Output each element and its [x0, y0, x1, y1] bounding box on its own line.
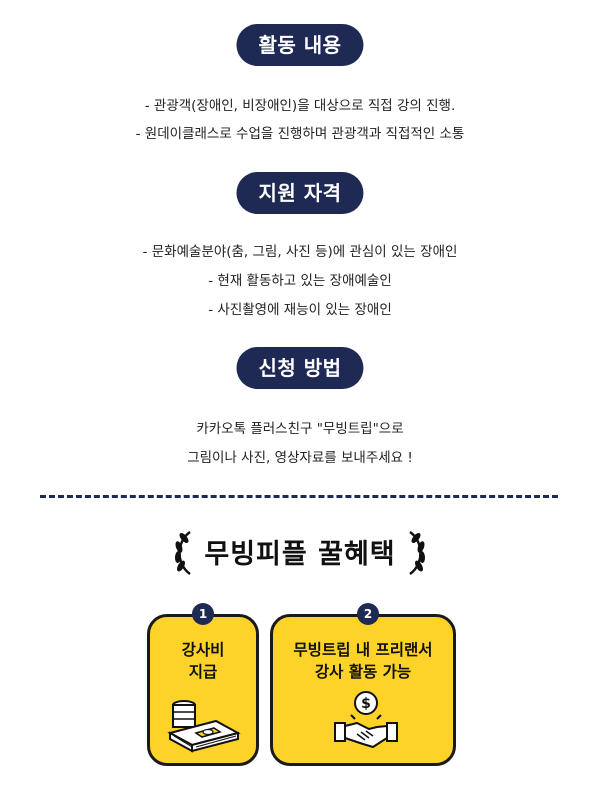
benefits-title: 무빙피플 꿀혜택 — [204, 539, 396, 570]
benefit-label-2: 무빙트립 내 프리랜서 강사 활동 가능 — [293, 641, 433, 681]
benefit-label-1: 강사비 지급 — [181, 641, 225, 681]
qualification-line-3: - 사진촬영에 재능이 있는 장애인 — [208, 302, 392, 318]
svg-text:$: $ — [361, 696, 371, 712]
section-title-application: 신청 방법 — [236, 347, 364, 389]
qualification-line-1: - 문화예술분야(춤, 그림, 사진 등)에 관심이 있는 장애인 — [142, 244, 458, 260]
application-line-2: 그림이나 사진, 영상자료를 보내주세요 ! — [187, 450, 413, 466]
application-line-1: 카카오톡 플러스친구 "무빙트립"으로 — [196, 421, 404, 437]
benefit-number-2: 2 — [357, 603, 379, 625]
qualification-line-2: - 현재 활동하고 있는 장애예술인 — [208, 273, 392, 289]
money-stack-icon — [167, 700, 241, 753]
handshake-dollar-icon: $ — [334, 691, 398, 748]
laurel-left-icon — [174, 530, 191, 576]
benefit-card-2: 무빙트립 내 프리랜서 강사 활동 가능 $ — [270, 614, 456, 766]
activity-line-2: - 원데이클래스로 수업을 진행하며 관광객과 직접적인 소통 — [135, 126, 465, 142]
dashed-divider — [40, 495, 558, 498]
section-title-qualification: 지원 자격 — [236, 172, 364, 214]
section-title-activity: 활동 내용 — [236, 24, 364, 66]
benefit-card-1: 강사비 지급 — [147, 614, 259, 766]
laurel-right-icon — [409, 530, 426, 576]
activity-line-1: - 관광객(장애인, 비장애인)을 대상으로 직접 강의 진행. — [144, 98, 456, 114]
benefit-number-1: 1 — [192, 603, 214, 625]
